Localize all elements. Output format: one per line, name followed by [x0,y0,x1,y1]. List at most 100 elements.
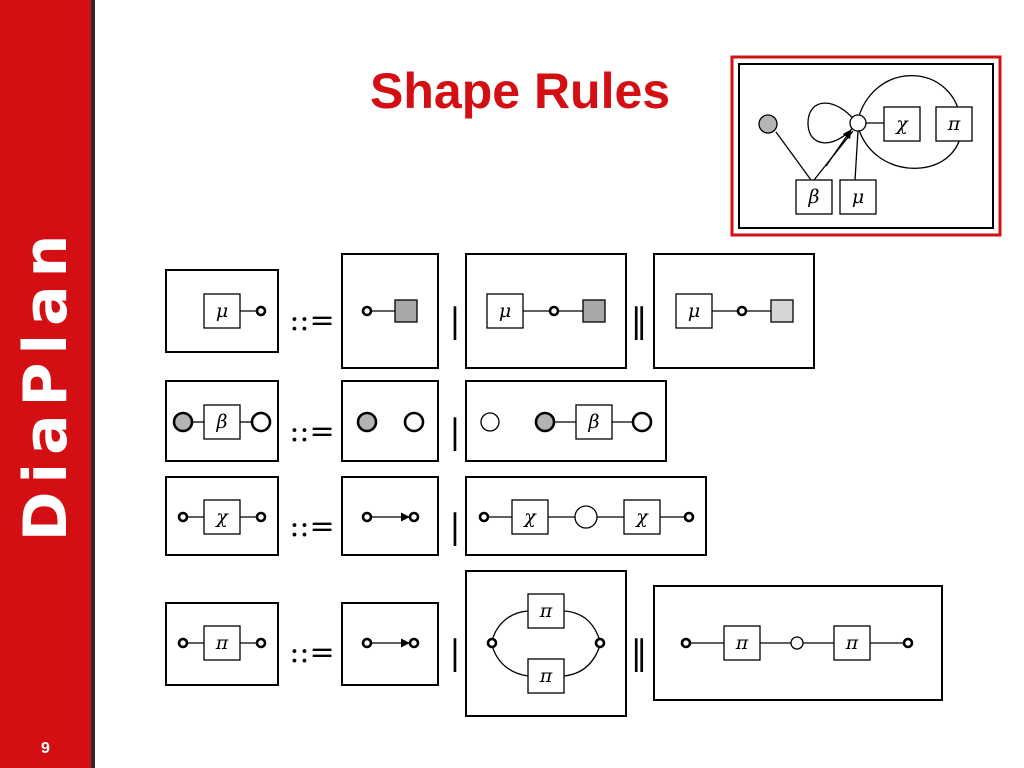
port-node [680,637,692,649]
chi-label: χ [634,506,649,528]
pi-label: π [215,632,229,654]
rule-beta-lhs [165,380,279,462]
example-mu-box [839,179,877,215]
sidebar: DiaPlan 9 [0,0,95,768]
pi-box [723,625,761,661]
defines-operator: ::= [289,635,334,670]
port-node [736,305,748,317]
port-node [408,511,420,523]
example-arrow [825,129,852,167]
example-grey-node [758,114,778,134]
port-node [478,511,490,523]
page-number: 9 [41,740,50,757]
alt-separator: | [449,507,460,547]
grey-node [534,411,556,433]
white-node [574,505,598,529]
curved-edge [491,610,529,642]
example-small-loop [807,102,858,144]
pi-box [527,658,565,694]
rule-beta-alt2 [465,380,667,462]
chi-label: χ [214,506,229,528]
white-node [790,636,804,650]
rule-mu: μ ::= | μ ‖ μ [165,253,815,369]
example-mu-label: μ [852,186,864,208]
light-grey-square [770,299,794,323]
pi-label: π [539,665,553,687]
example-edge [854,130,859,181]
chi-box [203,499,241,535]
white-node [631,411,653,433]
port-node [361,511,373,523]
beta-box [203,404,241,440]
example-chi-box [883,106,921,142]
rule-mu-alt1 [341,253,439,369]
chi-box [511,499,549,535]
defines-operator: ::= [289,509,334,544]
port-node [486,637,498,649]
example-white-node [849,114,867,132]
white-node [250,411,272,433]
rule-pi-alt3 [653,585,943,701]
port-node [177,637,189,649]
pi-box [833,625,871,661]
rule-beta-alt1 [341,380,439,462]
pi-box [527,593,565,629]
port-node [255,511,267,523]
mu-box [203,293,241,329]
port-node [408,637,420,649]
mu-label: μ [688,300,700,322]
pi-label: π [735,632,749,654]
rule-chi: χ ::= | χ χ [165,476,707,556]
grey-node [172,411,194,433]
port-node [255,637,267,649]
slide-title: Shape Rules [370,63,671,119]
curved-edge [491,644,529,677]
rule-chi-alt2 [465,476,707,556]
pi-label: π [845,632,859,654]
alt-separator-double: ‖ [631,301,648,341]
chi-box [623,499,661,535]
example-frame-outer [730,55,1002,237]
alt-separator-double: ‖ [631,633,648,673]
port-node [255,305,267,317]
rule-pi-alt1 [341,602,439,686]
port-node [361,637,373,649]
mu-label: μ [499,300,511,322]
port-node [548,305,560,317]
beta-label: β [216,411,228,433]
example-graph: χ π β μ [730,55,1002,237]
rule-beta: β ::= | β [165,380,667,462]
mu-label: μ [216,300,228,322]
example-pi-label: π [947,113,961,135]
port-node [361,305,373,317]
example-chi-label: χ [894,113,909,135]
pi-label: π [539,600,553,622]
rule-mu-alt2 [465,253,627,369]
example-frame-inner [738,63,994,229]
pi-box [203,625,241,661]
alt-separator: | [449,412,460,452]
grey-square [582,299,606,323]
defines-operator: ::= [289,414,334,449]
example-beta-label: β [808,186,820,208]
port-node [594,637,606,649]
rule-pi: π ::= | π π ‖ π π [165,570,943,717]
rule-pi-lhs [165,602,279,686]
alt-separator: | [449,301,460,341]
white-node [403,411,425,433]
grey-node [356,411,378,433]
example-pi-box [935,106,973,142]
white-node [480,412,500,432]
mu-box [486,293,524,329]
rule-chi-lhs [165,476,279,556]
rule-mu-alt3 [653,253,815,369]
beta-box [575,404,613,440]
port-node [902,637,914,649]
curved-edge [563,644,601,677]
rule-mu-lhs [165,269,279,353]
curved-edge [563,610,601,642]
port-node [683,511,695,523]
rule-chi-alt1 [341,476,439,556]
grey-square [394,299,418,323]
